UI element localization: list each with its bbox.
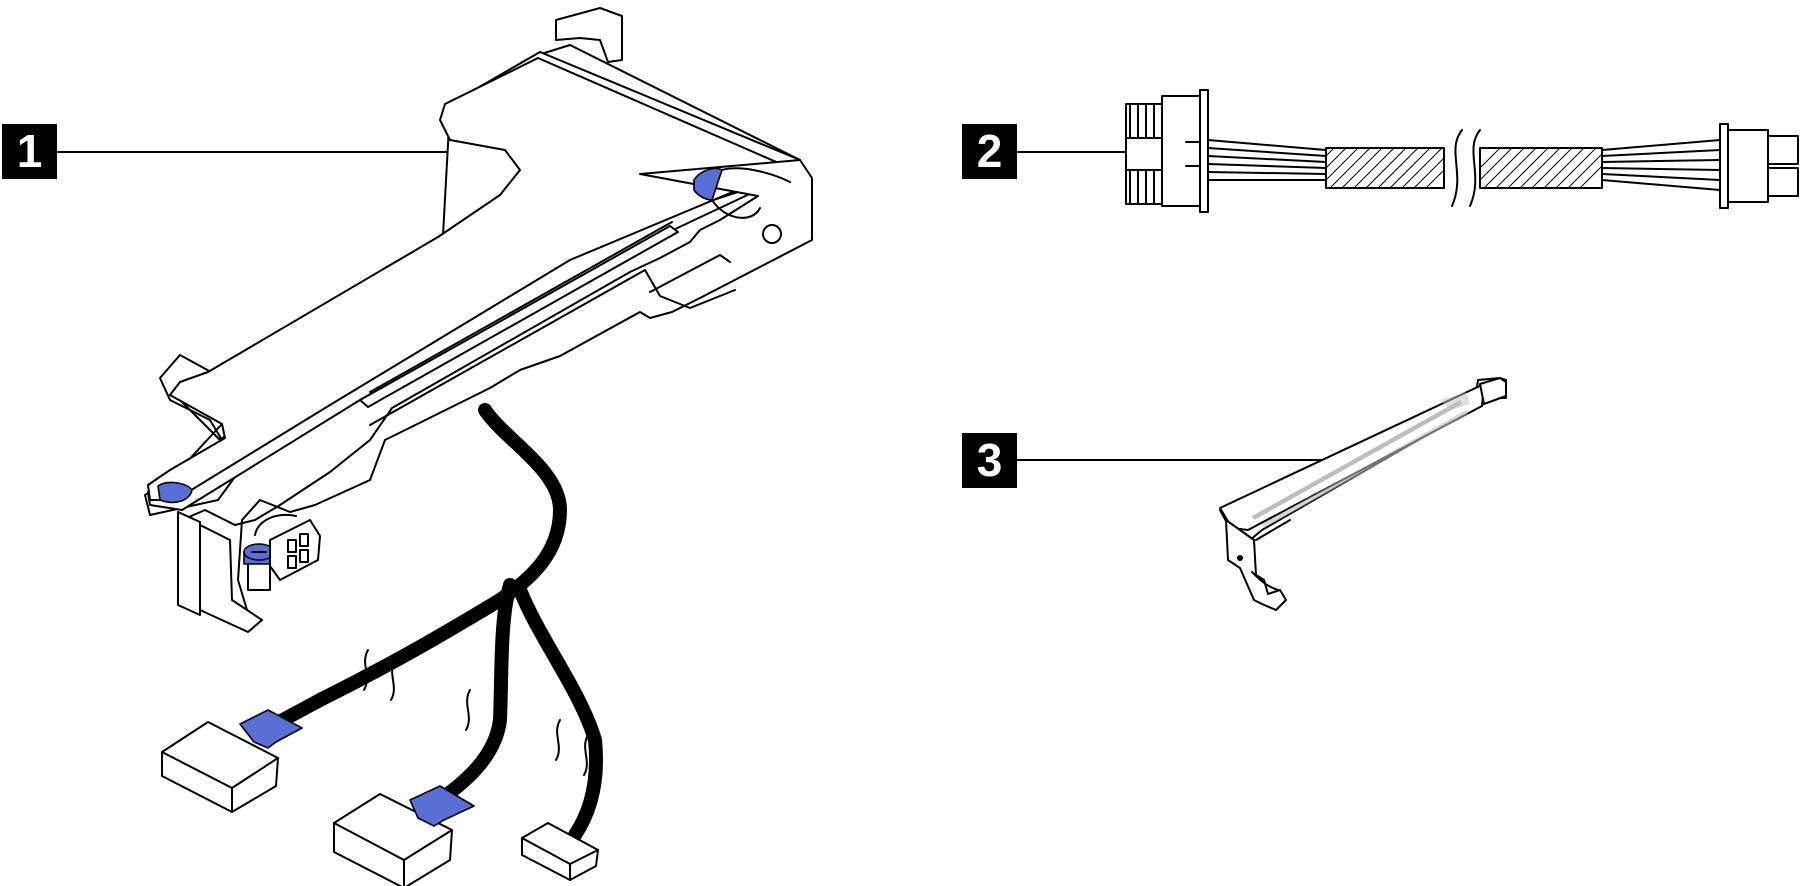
power-cable [1125, 89, 1799, 213]
riser-top-panel [147, 57, 791, 501]
power-cable-sleeve-right [1479, 147, 1603, 189]
callout-1-leader-line [57, 151, 511, 153]
callout-3-badge: 3 [962, 433, 1017, 488]
riser-thumbscrew [243, 543, 275, 591]
riser-cage [144, 7, 813, 633]
riser-side-panel [179, 159, 813, 621]
callout-2-badge: 2 [962, 124, 1017, 179]
riser-front-bracket [177, 511, 201, 616]
power-cable-right-flange [1719, 123, 1729, 209]
filler-bracket [1219, 377, 1507, 611]
power-cable-left-pins-top [1125, 103, 1163, 139]
riser-cables [261, 403, 603, 842]
cable-connector-b [333, 785, 475, 886]
callout-3-leader-line [1017, 459, 1335, 461]
callout-2-leader-line [1017, 151, 1197, 153]
riser-guide-pin [762, 224, 782, 244]
filler-bracket-tab [1479, 377, 1507, 405]
riser-blue-touchpoint [157, 481, 193, 504]
riser-rear-bracket [555, 7, 623, 63]
cable-connector-a [161, 709, 303, 813]
cable-connector-c [521, 822, 599, 881]
callout-1-badge: 1 [2, 124, 57, 179]
power-cable-right-housing [1727, 129, 1769, 203]
power-cable-sleeve-left [1325, 147, 1445, 189]
power-cable-left-housing [1161, 95, 1201, 207]
riser-pcie-slot [359, 225, 679, 408]
filler-bracket-plate [1219, 383, 1485, 531]
